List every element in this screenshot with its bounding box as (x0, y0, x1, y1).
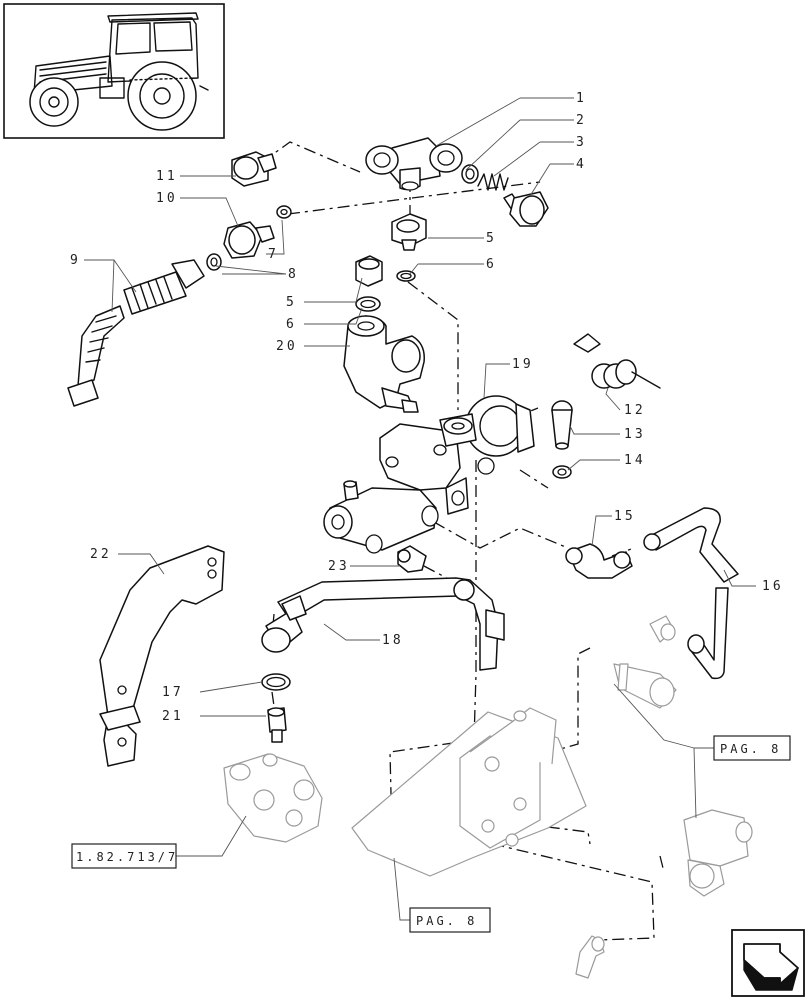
part-6-oring-lower (355, 296, 381, 312)
callout-14: 14 (624, 453, 646, 468)
part-22-bracket (99, 545, 225, 767)
callout-20: 20 (276, 339, 298, 354)
callout-6-lower: 6 (286, 317, 297, 332)
ref-box-part-number[interactable]: 1.82.713/7 (71, 843, 178, 869)
part-6-oring-upper (396, 270, 416, 282)
part-1-manifold (365, 137, 463, 191)
callout-4: 4 (576, 157, 587, 172)
part-16-pipe (643, 507, 739, 680)
callout-17: 17 (162, 685, 184, 700)
part-3-spring (477, 173, 509, 191)
part-7-oring (276, 205, 292, 219)
part-17-oring (261, 673, 291, 691)
part-15-elbow-fitting (565, 543, 633, 579)
ref-box-pag-right[interactable]: PAG. 8 (713, 735, 791, 761)
callout-22: 22 (90, 547, 112, 562)
reference-solenoid-valve (683, 809, 753, 897)
callout-5-lower: 5 (286, 295, 297, 310)
part-18-pipe (261, 577, 505, 671)
ref-pag-right-label: PAG. 8 (720, 742, 781, 756)
callout-18: 18 (382, 633, 404, 648)
callout-12: 12 (624, 403, 646, 418)
reference-valve-block (223, 753, 323, 843)
callout-7: 7 (268, 247, 279, 262)
part-10-plug (223, 221, 275, 259)
part-21-fitting (267, 707, 287, 743)
callout-labels: 1 2 3 4 5 6 5 6 7 8 9 10 11 12 13 14 15 … (70, 91, 784, 724)
callout-1: 1 (576, 91, 587, 106)
part-5-plug-lower (355, 255, 383, 287)
part-2-washer (461, 164, 479, 184)
callout-2: 2 (576, 113, 587, 128)
reference-sensor (613, 663, 677, 709)
callout-19: 19 (512, 357, 534, 372)
callout-8: 8 (288, 267, 299, 282)
part-19-valve (323, 395, 535, 554)
tractor-thumbnail-icon (3, 3, 225, 139)
callout-23: 23 (328, 559, 350, 574)
part-4-screw (503, 191, 549, 227)
callout-13: 13 (624, 427, 646, 442)
callout-16: 16 (762, 579, 784, 594)
next-page-arrow-icon[interactable] (731, 929, 805, 997)
part-20-elbow (343, 315, 425, 413)
part-13-screw (551, 400, 573, 450)
part-8-washer (206, 253, 222, 271)
part-12-spring-hook (573, 333, 661, 389)
part-14-washer (552, 465, 572, 479)
reference-mounting-plate (351, 707, 587, 877)
callout-10: 10 (156, 191, 178, 206)
callout-3: 3 (576, 135, 587, 150)
ref-part-number-label: 1.82.713/7 (76, 850, 178, 864)
callout-9: 9 (70, 253, 81, 268)
ref-box-pag-bottom[interactable]: PAG. 8 (409, 907, 491, 933)
callout-11: 11 (156, 169, 178, 184)
part-11-plug (231, 151, 277, 187)
reference-elbow-bottom (575, 935, 605, 979)
callout-15: 15 (614, 509, 636, 524)
leader-lines (84, 97, 756, 921)
reference-fitting-right (649, 615, 676, 643)
part-5-plug-upper (391, 213, 427, 251)
callout-6-upper: 6 (486, 257, 497, 272)
ref-pag-bottom-label: PAG. 8 (416, 914, 477, 928)
callout-5-upper: 5 (486, 231, 497, 246)
part-9-hose-assembly (67, 259, 205, 407)
part-23-fitting (397, 545, 427, 573)
callout-21: 21 (162, 709, 184, 724)
